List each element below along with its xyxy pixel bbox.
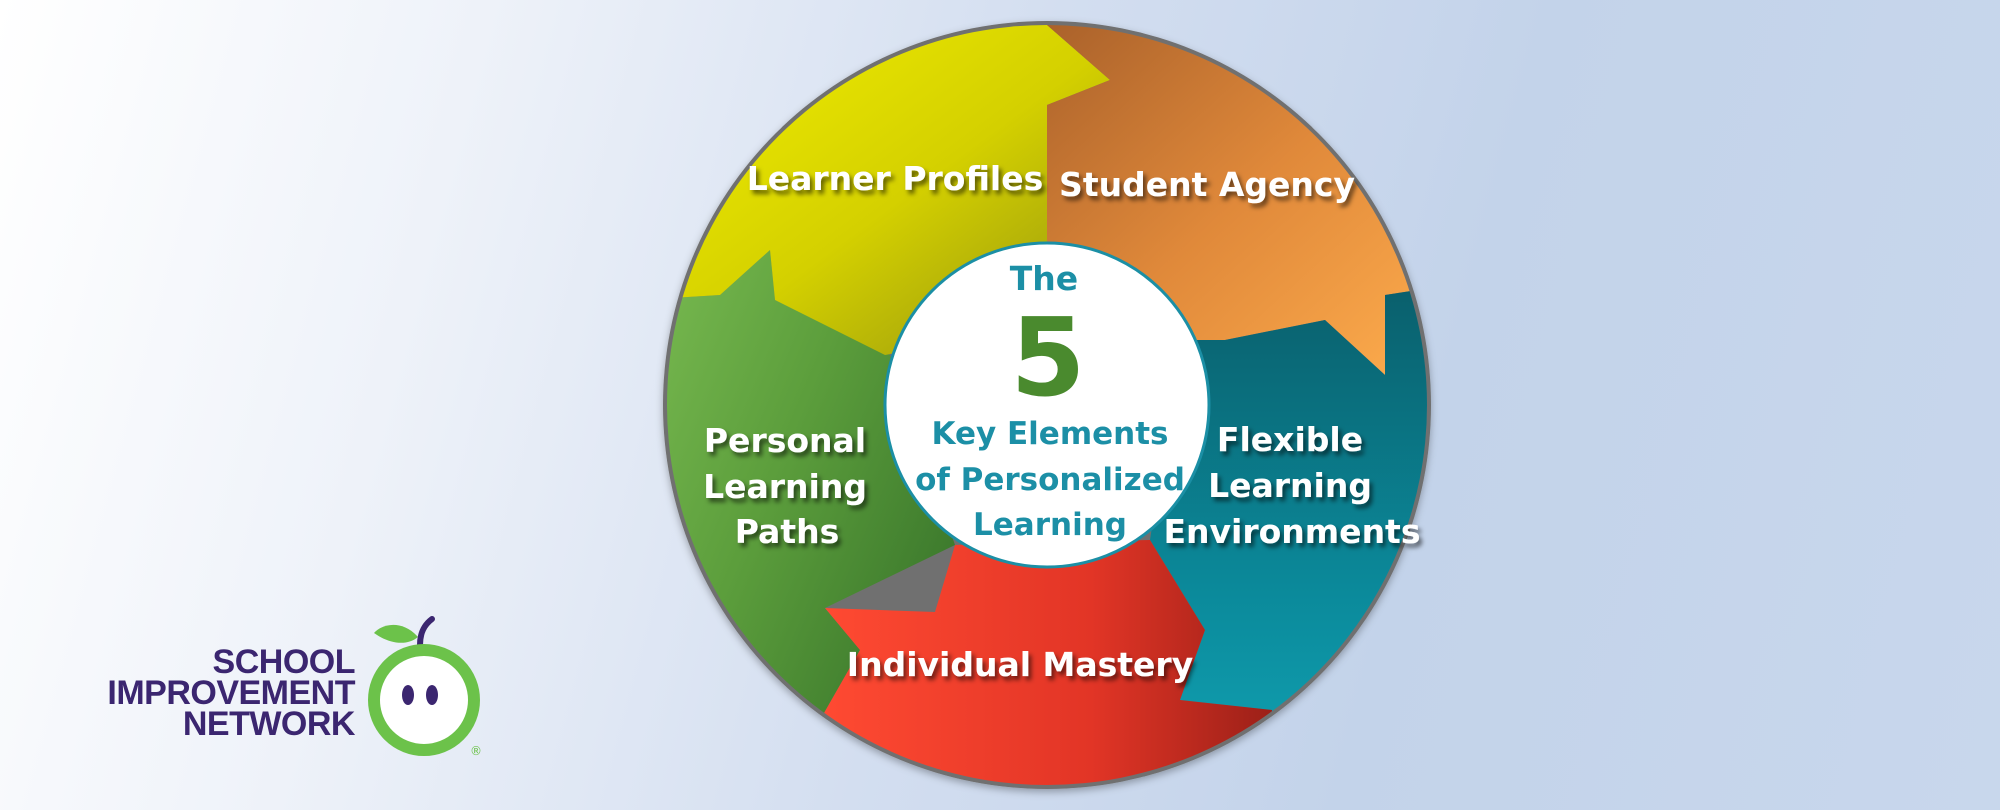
center-number: 5 (1010, 296, 1085, 421)
center-line-of-personalized: of Personalized (915, 462, 1185, 498)
registered-mark: ® (470, 744, 482, 758)
leaf-icon (374, 624, 418, 643)
label-individual-mastery: Individual Mastery (847, 645, 1193, 684)
stem-icon (417, 616, 435, 648)
label-learning-env: Learning (1208, 466, 1372, 505)
logo-wordmark: SCHOOL IMPROVEMENT NETWORK (40, 643, 356, 743)
label-student-agency: Student Agency (1059, 165, 1355, 204)
label-learning-paths: Learning (703, 467, 867, 506)
label-paths: Paths (735, 512, 839, 551)
logo-line-improvement: IMPROVEMENT (107, 674, 355, 712)
center-circle (883, 241, 1211, 569)
school-improvement-network-logo: SCHOOL IMPROVEMENT NETWORK ® (40, 615, 500, 765)
segment-individual-mastery (820, 540, 1272, 785)
apple-icon: ® (368, 616, 482, 758)
center-line-key-elements: Key Elements (932, 416, 1169, 452)
logo-line-network: NETWORK (182, 705, 356, 743)
center-line-learning: Learning (973, 507, 1127, 543)
label-environments: Environments (1164, 512, 1421, 551)
center-title-the: The (1010, 259, 1078, 298)
logo-line-school: SCHOOL (212, 643, 356, 681)
label-learner-profiles: Learner Profiles (747, 159, 1044, 198)
label-flexible: Flexible (1217, 420, 1363, 459)
label-personal: Personal (704, 421, 866, 460)
